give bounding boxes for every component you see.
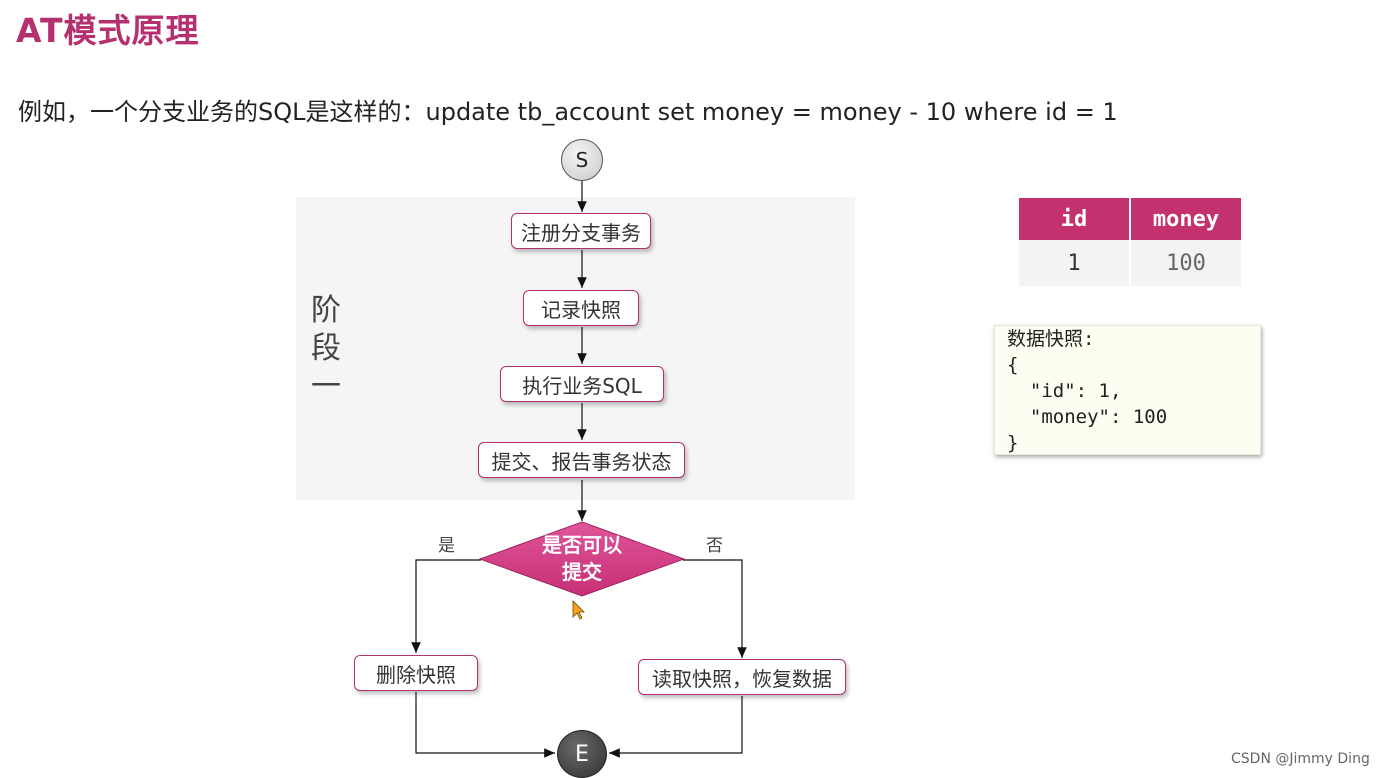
snapshot-line: "id": 1, [1007,380,1122,402]
step-record-snapshot: 记录快照 [523,290,639,326]
yes-label: 是 [438,536,455,556]
no-label: 否 [706,536,723,556]
snapshot-line: 数据快照: [1007,328,1095,350]
cursor-icon [572,600,585,620]
snapshot-line: "money": 100 [1007,406,1168,428]
watermark: CSDN @Jimmy Ding [1231,751,1370,767]
decision-label: 是否可以 提交 [520,532,644,586]
page-title: AT模式原理 [16,11,200,50]
table-header-money: money [1131,198,1241,240]
account-table: id money 1 100 [1017,198,1243,286]
decision-diamond [478,521,686,597]
start-node: S [561,139,603,181]
decision-line: 是否可以 [542,533,622,557]
phase-label-char: 阶 [311,293,341,328]
table-cell-id: 1 [1019,240,1129,286]
phase-label-char: 段 [311,331,341,366]
description: 例如，一个分支业务的SQL是这样的：update tb_account set … [18,98,1118,126]
table-cell-money: 100 [1131,240,1241,286]
step-execute-sql: 执行业务SQL [500,366,664,402]
snapshot-line: } [1007,432,1019,454]
phase-label: 阶 段 一 [306,292,346,406]
phase-label-char: 一 [311,369,341,404]
table-header-id: id [1019,198,1129,240]
step-commit-report: 提交、报告事务状态 [478,442,685,478]
snapshot-line: { [1007,354,1019,376]
step-delete-snapshot: 删除快照 [354,655,478,691]
end-node: E [557,730,607,778]
table-row: 1 100 [1019,240,1241,286]
step-restore-data: 读取快照，恢复数据 [638,659,846,695]
data-snapshot-note: 数据快照: { "id": 1, "money": 100 } [994,325,1261,455]
decision-line: 提交 [562,560,602,584]
step-register-branch: 注册分支事务 [511,213,651,249]
